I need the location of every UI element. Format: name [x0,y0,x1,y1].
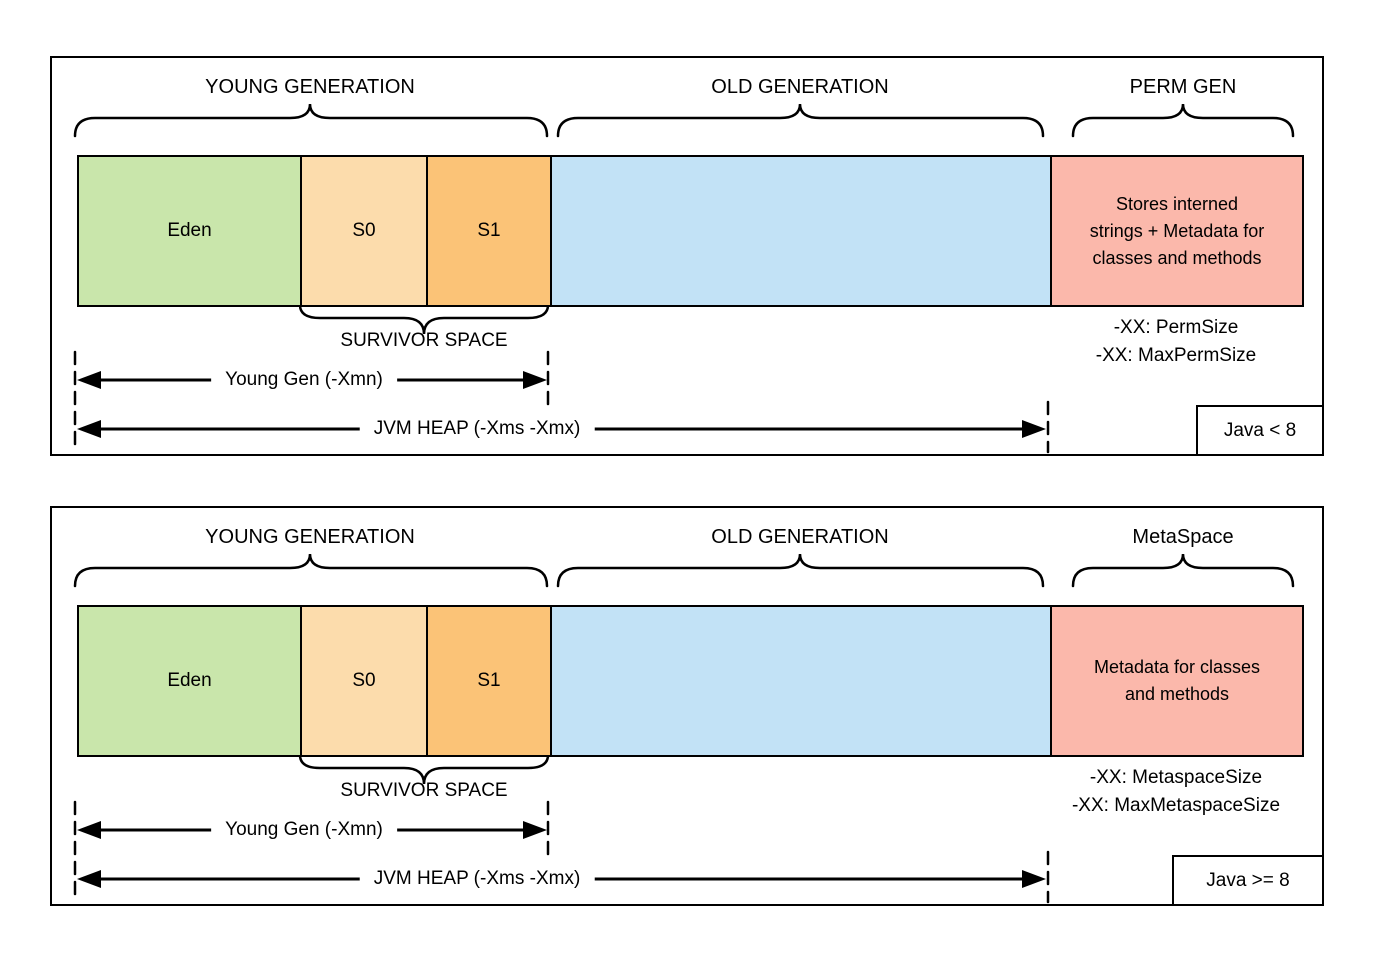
right-region-brace [1071,103,1295,138]
s0-box-label: S0 [352,670,376,691]
survivor-space-brace [298,753,550,785]
old-generation-box [550,605,1052,757]
metaspace-size-flags: -XX: MetaspaceSize -XX: MaxMetaspaceSize [1072,764,1280,820]
panel-java-lt-8: YOUNG GENERATION OLD GENERATION PERM GEN… [50,56,1324,456]
perm-size-flag: -XX: PermSize [1113,317,1239,338]
s1-box: S1 [426,155,552,307]
young-gen-arrowhead-left [77,821,101,839]
s0-box-label: S0 [352,220,376,241]
young-generation-label: YOUNG GENERATION [205,76,415,98]
young-generation-brace [73,103,549,138]
metaspace-box-line: and methods [1124,684,1230,704]
metaspace-box-line: Metadata for classes [1093,657,1261,677]
java-version-box: Java >= 8 [1172,855,1324,906]
old-generation-box [550,155,1052,307]
perm-gen-box: Stores interned strings + Metadata for c… [1050,155,1304,307]
max-perm-size-flag: -XX: MaxPermSize [1095,345,1257,366]
survivor-space-brace [298,303,550,335]
eden-box: Eden [77,605,302,757]
perm-size-flags: -XX: PermSize -XX: MaxPermSize [1096,314,1256,370]
young-gen-arrowhead-right [523,821,547,839]
java-version-box: Java < 8 [1196,405,1324,456]
metaspace-label: MetaSpace [1132,526,1234,548]
metaspace-box: Metadata for classes and methods [1050,605,1304,757]
survivor-space-label: SURVIVOR SPACE [340,780,508,801]
java-version-label: Java >= 8 [1206,869,1290,891]
old-generation-brace [556,103,1045,138]
young-generation-brace [73,553,549,588]
old-generation-brace [556,553,1045,588]
young-gen-arrowhead-right [523,371,547,389]
s1-box-label: S1 [477,220,501,241]
perm-gen-label: PERM GEN [1129,76,1237,98]
max-metaspace-size-flag: -XX: MaxMetaspaceSize [1071,795,1281,816]
eden-box-label: Eden [167,220,212,241]
old-generation-label: OLD GENERATION [711,526,889,548]
s0-box: S0 [300,605,428,757]
perm-gen-box-line: Stores interned [1115,193,1239,214]
eden-box-label: Eden [167,670,212,691]
jvm-heap-arrow-label: JVM HEAP (-Xms -Xmx) [359,868,595,890]
young-gen-arrow-label: Young Gen (-Xmn) [211,819,397,841]
jvm-heap-arrowhead-left [77,420,101,438]
jvm-heap-arrowhead-right [1022,420,1046,438]
jvm-heap-arrowhead-right [1022,870,1046,888]
right-region-brace [1071,553,1295,588]
eden-box: Eden [77,155,302,307]
s1-box-label: S1 [477,670,501,691]
metaspace-size-flag: -XX: MetaspaceSize [1089,767,1263,788]
panel-java-gte-8: YOUNG GENERATION OLD GENERATION MetaSpac… [50,506,1324,906]
jvm-heap-arrow-label: JVM HEAP (-Xms -Xmx) [359,418,595,440]
survivor-space-label: SURVIVOR SPACE [340,330,508,351]
old-generation-label: OLD GENERATION [711,76,889,98]
s0-box: S0 [300,155,428,307]
young-gen-arrow-label: Young Gen (-Xmn) [211,369,397,391]
perm-gen-box-line: strings + Metadata for [1089,220,1265,241]
perm-gen-box-line: classes and methods [1092,247,1262,268]
young-generation-label: YOUNG GENERATION [205,526,415,548]
java-version-label: Java < 8 [1223,419,1297,441]
jvm-heap-arrowhead-left [77,870,101,888]
young-gen-arrowhead-left [77,371,101,389]
s1-box: S1 [426,605,552,757]
